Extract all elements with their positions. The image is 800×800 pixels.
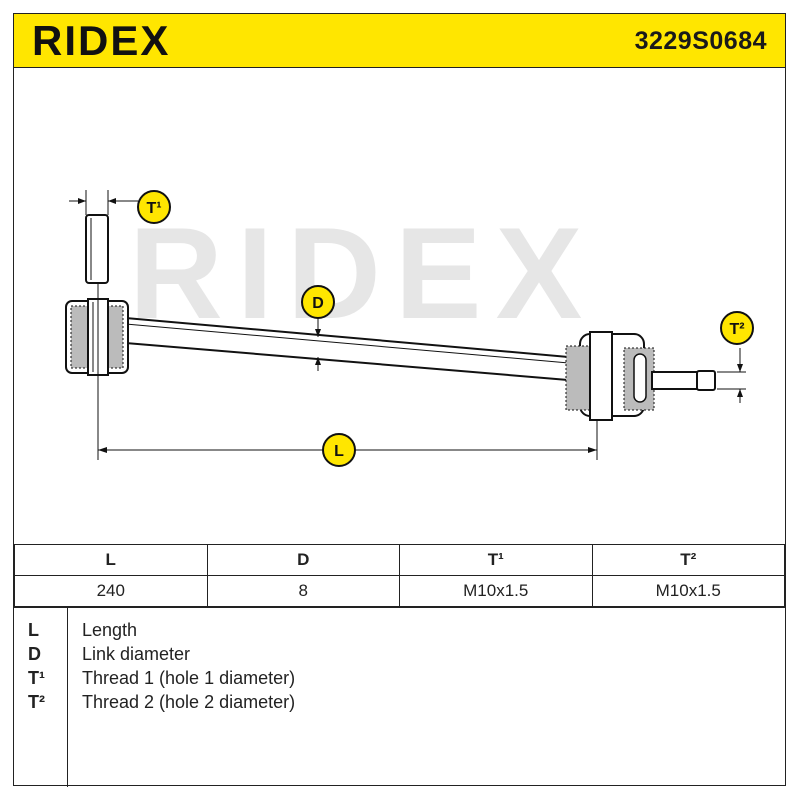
spec-value-l: 240: [14, 575, 208, 607]
legend-key: L: [28, 620, 39, 640]
left-bushing: [65, 283, 129, 460]
legend-text: Thread 2 (hole 2 diameter): [82, 692, 296, 712]
spec-value-d: 8: [206, 575, 400, 607]
legend: L Length D Link diameter T¹ Thread 1 (ho…: [14, 607, 785, 787]
part-number: 3229S0684: [634, 27, 767, 55]
right-bushing: [565, 331, 655, 460]
spec-header-row: L D T¹ T²: [14, 544, 785, 576]
technical-drawing: RIDEX T¹: [65, 190, 754, 467]
spec-header-d: D: [206, 544, 400, 576]
legend-text: Thread 1 (hole 1 diameter): [82, 668, 296, 688]
spec-value-t1: M10x1.5: [399, 575, 593, 607]
spec-value-row: 240 8 M10x1.5 M10x1.5: [14, 575, 785, 607]
t2-dimension: [717, 348, 746, 403]
svg-text:D: D: [312, 295, 324, 312]
svg-text:RIDEX: RIDEX: [32, 20, 170, 60]
legend-key: D: [28, 644, 41, 664]
spec-value-t2: M10x1.5: [591, 575, 785, 607]
spec-table: L D T¹ T² 240 8 M10x1.5 M10x1.5: [14, 544, 785, 607]
svg-text:T²: T²: [729, 321, 744, 338]
t1-badge: T¹: [137, 190, 171, 224]
drawing-sheet: RIDEX 3229S0684 RIDEX T¹: [13, 13, 786, 787]
svg-text:T¹: T¹: [146, 200, 161, 217]
watermark-text: RIDEX: [129, 200, 596, 346]
legend-divider: [67, 608, 68, 787]
t1-dimension: [69, 190, 138, 215]
ridex-logo: RIDEX: [32, 20, 170, 60]
d-badge: D: [301, 285, 335, 319]
spec-header-t2: T²: [591, 544, 785, 576]
spec-header-t1: T¹: [399, 544, 593, 576]
left-stud: [85, 214, 109, 284]
legend-text: Link diameter: [82, 644, 191, 664]
l-badge: L: [322, 433, 356, 467]
legend-key: T²: [28, 692, 45, 712]
legend-text: Length: [82, 620, 138, 640]
t2-badge: T²: [720, 311, 754, 345]
header-bar: RIDEX 3229S0684: [14, 14, 785, 68]
right-stud: [651, 370, 716, 391]
spec-header-l: L: [14, 544, 208, 576]
legend-key: T¹: [28, 668, 45, 688]
svg-text:L: L: [334, 443, 344, 460]
d-dimension: [315, 318, 321, 371]
